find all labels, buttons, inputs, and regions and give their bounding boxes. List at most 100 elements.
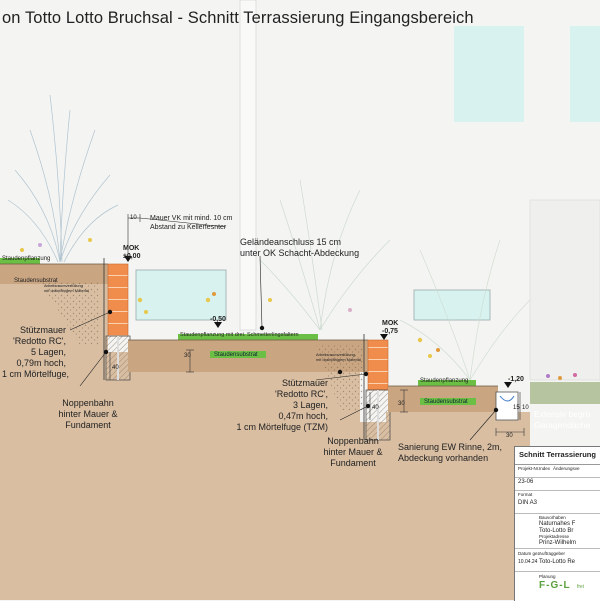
titleblock-projektadresse-label: Projektadresse [539,534,570,539]
label-staudensubstrat-upper: Staudensubstrat [14,278,58,284]
dim-30-low: 30 [398,401,405,407]
label-arbeitsraum-mid-line2: mit drainfähigem Material [316,357,361,362]
label-noppenbahn-left: Noppenbahn hinter Mauer & Fundament [54,398,122,431]
titleblock-planung-suffix: frei [577,584,584,590]
level-mok-top-value: ±0,00 [123,253,141,260]
titleblock-format-value: DIN A3 [518,500,538,506]
mid-substrate-label-bg [210,351,266,358]
label-staudenpflanzung-low: Staudenpflanzung [420,378,469,384]
label-sanierung-line2: Abdeckung vorhanden [398,453,489,463]
titleblock-row-project: Projekt-Nr. Index Änderungsve [515,465,600,478]
label-noppen-mid-line2: hinter Mauer & [323,447,383,457]
upper-drain-fill [40,282,100,345]
plant-shrub-right [399,239,531,381]
downpipe [239,0,257,331]
dim-10-top: 10 [130,215,137,221]
dim-40-upper: 40 [112,365,119,371]
titleblock-auftraggeber-label: Auftraggeber [539,551,566,556]
level-120: -1,20 [508,376,524,383]
dim-30-mid: 30 [184,353,191,359]
label-extensiv-line1: Extensiv begrü [534,409,591,419]
level-mok-mid-value: -0,75 [382,328,398,335]
label-stuetz-left-line1: Stützmauer [19,325,66,335]
low-substrate-label-bg [420,398,476,405]
label-arbeitsraum-mid: Arbeitsraumverfüllung mit drainfähigem M… [316,352,361,362]
label-arbeitsraum-upper-line1: Arbeitsraumverfüllung [44,283,83,288]
titleblock-heading: Schnitt Terrassierung [515,447,600,465]
titleblock-row-project-value: 23-06 [515,478,600,491]
label-noppen-left-line2: hinter Mauer & [58,409,118,419]
label-gelaendeanschluss: Geländeanschluss 15 cm unter OK Schacht-… [240,237,359,259]
label-mauer-vk: Mauer VK mit mind. 10 cm Abstand zu Kell… [150,214,232,232]
leader-lines [69,217,497,441]
label-stuetz-mid-line4: 0,47m hoch, [278,411,328,421]
level-mok-mid: MOK -0,75 [382,320,398,336]
window-upper-left [454,26,524,122]
label-extensiv: Extensiv begrü Garagendäche [534,409,590,431]
titleblock-row-planung: Planung F-G-L frei [515,572,600,600]
titleblock-projekt-value: 23-06 [518,479,534,485]
label-noppen-mid-line3: Fundament [330,458,376,468]
label-noppen-left-line1: Noppenbahn [62,398,114,408]
upper-green-band [0,258,40,264]
label-stuetz-left-line5: 1 cm Mörtelfuge, [2,369,70,379]
label-staudensubstrat-mid: Staudensubstrat [214,352,258,358]
label-noppen-mid-line1: Noppenbahn [327,436,379,446]
wall-mid-bricks [367,339,389,391]
titleblock-projektadresse-value: Prinz-Wilhelm [539,540,577,546]
soil-ground [0,282,530,600]
label-stuetz-left-line4: 0,79m hoch, [16,358,66,368]
titleblock-projekt-label: Projekt-Nr. [518,466,540,471]
label-stuetz-mid-line1: Stützmauer [281,378,328,388]
label-staudensubstrat-low: Staudensubstrat [424,399,468,405]
titleblock-row-format: Format DIN A3 [515,491,600,514]
label-sanierung-line1: Sanierung EW Rinne, 2m, [398,442,503,452]
titleblock-index-label: Index [539,466,551,471]
title-block: Schnitt Terrassierung Projekt-Nr. Index … [514,446,600,601]
label-stuetz-mid-line2: 'Redotto RC', [275,389,328,399]
label-staudenpflanzung-upper: Staudenpflanzung [2,256,51,262]
drawing-title: on Totto Lotto Bruchsal - Schnitt Terras… [2,9,474,27]
dim-10-drain: 10 [522,405,529,411]
label-stuetzmauer-left: Stützmauer 'Redotto RC', 5 Lagen, 0,79m … [2,325,70,380]
label-gelaende-line2: unter OK Schacht-Abdeckung [240,248,360,258]
level-mok-top: MOK ±0,00 [123,245,140,261]
titleblock-datum-label: Datum gez. [518,551,542,556]
garage-wall [529,199,600,381]
label-schmetterlings: Staudenpflanzung mit drei. Schmetterling… [180,332,299,338]
label-sanierung: Sanierung EW Rinne, 2m, Abdeckung vorhan… [398,442,502,464]
titleblock-auftraggeber-value: Toto-Lotto Re [539,559,576,565]
titleblock-format-label: Format [518,492,533,497]
label-gelaende-line1: Geländeanschluss 15 cm [240,237,342,247]
dim-15-drain: 15 [513,405,520,411]
titleblock-datum-value: 10.04.24 [518,559,538,565]
upper-substrate [0,264,108,284]
green-roof [530,382,600,404]
cellar-window-left [135,269,227,321]
titleblock-bauvorhaben-line1: Naturnahes F [539,521,576,527]
label-stuetz-left-line2: 'Redotto RC', [13,336,66,346]
wall-upper-bricks [107,263,129,337]
titleblock-planung-logo: F-G-L [539,580,571,591]
label-stuetz-mid-line3: 3 Lagen, [292,400,328,410]
dim-30-drain: 30 [506,433,513,439]
flowers [20,238,577,380]
titleblock-row-bauvorhaben: Bauvorhaben Naturnahes F Toto-Lotto Br P… [515,514,600,549]
label-stuetz-left-line3: 5 Lagen, [30,347,66,357]
level-markers [124,256,512,388]
drain-channel [495,391,519,421]
label-stuetz-mid-line5: 1 cm Mörtelfuge (TZM) [236,422,328,432]
titleblock-planung-label: Planung [539,574,556,579]
titleblock-bauvorhaben-line2: Toto-Lotto Br [539,528,574,534]
label-mauer-vk-line2: Abstand zu Kellerfesnter [150,224,227,231]
dim-40-mid: 40 [372,405,379,411]
label-noppen-left-line3: Fundament [65,420,111,430]
titleblock-aenderung-label: Änderungsve [553,466,580,471]
label-arbeitsraum-upper: Arbeitsraumverfüllung mit drainfähigem M… [44,283,89,293]
label-noppenbahn-mid: Noppenbahn hinter Mauer & Fundament [318,436,388,469]
titleblock-row-datum: Datum gez. 10.04.24 Auftraggeber Toto-Lo… [515,549,600,572]
cellar-window-right [413,289,491,321]
plant-shrub-mid [259,179,391,331]
level-mok-mid-label: MOK [382,320,399,327]
